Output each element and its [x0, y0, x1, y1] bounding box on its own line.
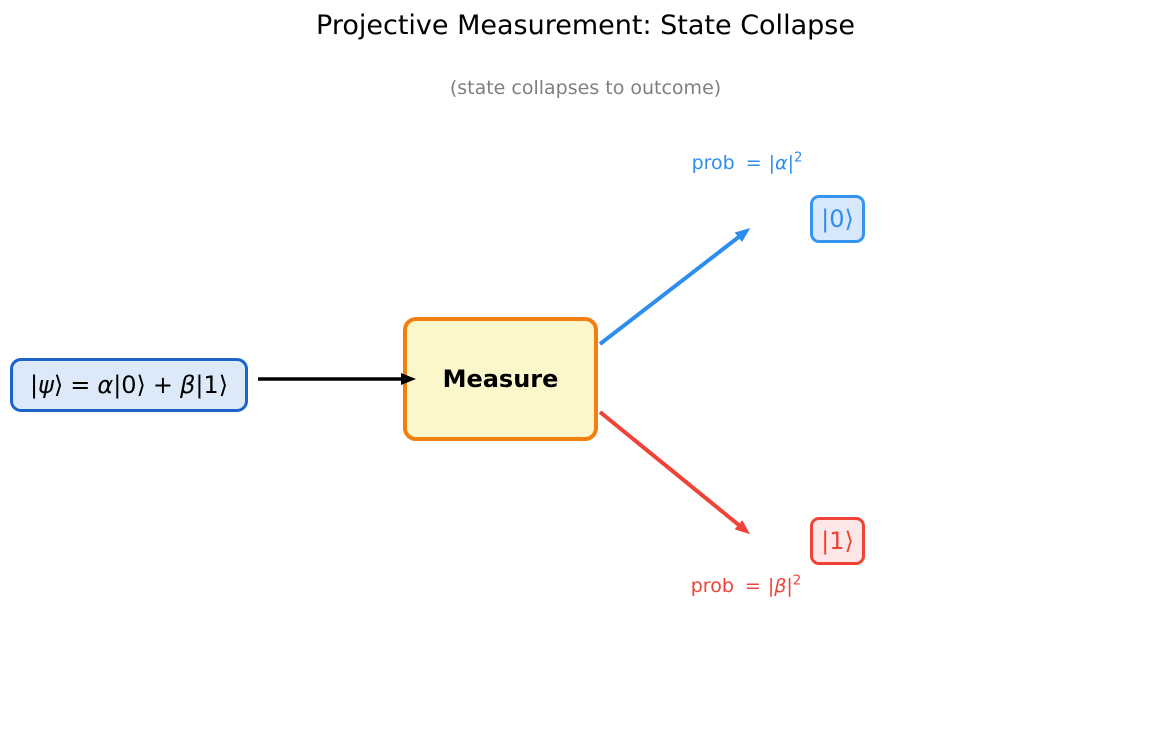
prob-word: prob — [690, 575, 734, 597]
ket-zero-label: |0⟩ — [821, 205, 854, 233]
ket-one-glyph: |1⟩ — [195, 371, 229, 399]
alpha-symbol: α — [775, 152, 788, 174]
bar-glyph: | — [29, 371, 39, 399]
psi-symbol: ψ — [38, 371, 54, 399]
exponent: 2 — [792, 573, 802, 589]
exponent: 2 — [793, 150, 803, 166]
bar-glyph: | — [786, 575, 793, 597]
measure-label: Measure — [442, 365, 559, 393]
equals-sign: = — [744, 575, 761, 597]
diagram-title: Projective Measurement: State Collapse — [316, 10, 855, 41]
beta-symbol: β — [774, 575, 787, 597]
bar-glyph: | — [768, 152, 776, 174]
outcome-zero-arrow — [598, 228, 751, 346]
outcome-zero-probability-label: prob=|α|2 — [657, 152, 837, 176]
diagram-subtitle: (state collapses to outcome) — [449, 77, 722, 99]
prob-word: prob — [691, 152, 735, 174]
bar-glyph: | — [787, 152, 794, 174]
input-state-equation: |ψ⟩=α|0⟩+β|1⟩ — [30, 371, 228, 399]
beta-symbol: β — [180, 371, 196, 399]
outcome-one-arrow — [598, 410, 751, 535]
ket-zero-glyph: |0⟩ — [113, 371, 146, 399]
outcome-zero-box: |0⟩ — [810, 195, 865, 243]
ket-one-label: |1⟩ — [821, 527, 854, 555]
ket-close-glyph: ⟩ — [53, 371, 64, 399]
outcome-one-box: |1⟩ — [810, 517, 865, 565]
input-state-box: |ψ⟩=α|0⟩+β|1⟩ — [10, 358, 248, 412]
measure-box: Measure — [403, 317, 598, 441]
equals-sign: = — [745, 152, 762, 174]
equals-sign: = — [70, 371, 91, 399]
outcome-one-probability-label: prob=|β|2 — [656, 575, 836, 599]
plus-sign: + — [152, 371, 174, 399]
alpha-symbol: α — [97, 371, 114, 399]
bar-glyph: | — [767, 575, 775, 597]
